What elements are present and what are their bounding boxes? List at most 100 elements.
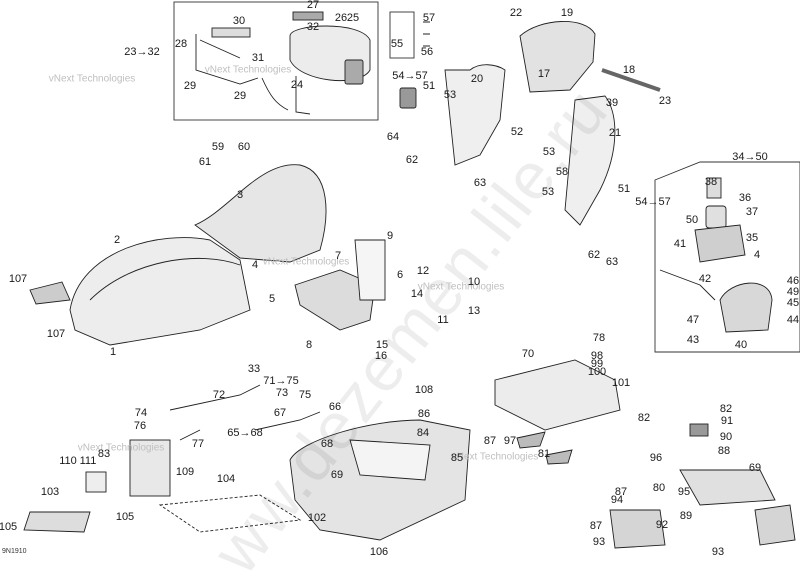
callout-label: 92 <box>655 519 669 531</box>
callout-label: 29 <box>183 80 197 92</box>
callout-label: 68 <box>320 438 334 450</box>
watermark-text: vNext Technologies <box>262 256 350 268</box>
callout-label: 76 <box>133 420 147 432</box>
callout-label: 7 <box>334 250 342 262</box>
callout-label: 53 <box>542 146 556 158</box>
callout-label: 64 <box>386 131 400 143</box>
callout-label: 82 <box>637 412 651 424</box>
callout-label: 12 <box>416 265 430 277</box>
callout-label: 43 <box>686 334 700 346</box>
callout-label: 24 <box>290 79 304 91</box>
callout-label: 91 <box>720 415 734 427</box>
callout-label: 39 <box>605 97 619 109</box>
callout-label: 65→68 <box>227 427 263 439</box>
callout-label: 54→57 <box>635 196 671 208</box>
callout-label: 17 <box>537 68 551 80</box>
callout-label: 46 <box>786 275 800 287</box>
callout-label: 56 <box>420 46 434 58</box>
callout-label: 98 <box>590 350 604 362</box>
callout-label: 51 <box>617 183 631 195</box>
callout-label: 69 <box>330 469 344 481</box>
callout-label: 74 <box>134 407 148 419</box>
callout-label: 23 <box>658 95 672 107</box>
callout-label: 4 <box>251 259 259 271</box>
callout-label: 9 <box>386 230 394 242</box>
callout-label: 88 <box>717 445 731 457</box>
callout-label: 45 <box>786 297 800 309</box>
callout-label: 14 <box>410 288 424 300</box>
callout-label: 52 <box>510 126 524 138</box>
callout-label: 40 <box>734 339 748 351</box>
callout-label: 13 <box>467 305 481 317</box>
callout-label: 49 <box>786 286 800 298</box>
callout-label: 8 <box>305 339 313 351</box>
callout-label: 87 <box>483 435 497 447</box>
callout-label: 4 <box>753 249 761 261</box>
callout-label: 21 <box>608 127 622 139</box>
callout-label: 90 <box>719 431 733 443</box>
callout-label: 72 <box>212 389 226 401</box>
callout-label: 111 <box>79 455 97 467</box>
callout-label: 26 <box>334 12 348 24</box>
callout-label: 101 <box>611 377 631 389</box>
callout-label: 87 <box>614 486 628 498</box>
callout-label: 51 <box>422 80 436 92</box>
callout-label: 60 <box>237 141 251 153</box>
callout-label: 58 <box>555 166 569 178</box>
callout-label: 11 <box>437 314 449 326</box>
callout-label: 71→75 <box>263 375 299 387</box>
callout-label: 94 <box>610 494 624 506</box>
callout-label: 95 <box>677 486 691 498</box>
callout-label: 105 <box>0 521 18 533</box>
callout-label: 29 <box>233 90 247 102</box>
callout-label: 107 <box>8 273 28 285</box>
watermark-text: vNext Technologies <box>417 281 505 293</box>
callout-label: 73 <box>275 387 289 399</box>
callout-label: 100 <box>587 366 607 378</box>
callout-label: 83 <box>97 448 111 460</box>
callout-label: 109 <box>175 466 195 478</box>
callout-label: 25 <box>346 12 360 24</box>
callout-label: 62 <box>405 154 419 166</box>
callout-label: 78 <box>592 332 606 344</box>
callout-label: 18 <box>622 64 636 76</box>
callout-label: 62 <box>587 249 601 261</box>
callout-label: 93 <box>592 536 606 548</box>
callout-label: 22 <box>509 7 523 19</box>
callout-label: 36 <box>738 192 752 204</box>
callout-label: 70 <box>521 348 535 360</box>
callout-label: 104 <box>216 473 236 485</box>
callout-label: 93 <box>711 546 725 558</box>
callout-label: 108 <box>414 384 434 396</box>
callout-label: 80 <box>652 482 666 494</box>
callout-label: 85 <box>450 452 464 464</box>
callout-label: 3 <box>236 189 244 201</box>
callout-label: 16 <box>374 350 388 362</box>
callout-label: 55 <box>390 38 404 50</box>
callout-label: 42 <box>698 273 712 285</box>
callout-label: 23→32 <box>124 46 160 58</box>
callout-label: 82 <box>719 403 733 415</box>
callout-label: 67 <box>273 407 287 419</box>
diagram-code: 9N1910 <box>2 548 27 555</box>
callout-label: 99 <box>590 358 604 370</box>
callout-label: 97 <box>503 435 517 447</box>
callout-label: 63 <box>473 177 487 189</box>
callout-label: 28 <box>174 38 188 50</box>
callout-label: 57 <box>422 12 436 24</box>
callout-label: 31 <box>251 52 265 64</box>
callout-label: 47 <box>686 314 700 326</box>
watermark-text: vNext Technologies <box>48 73 136 85</box>
callout-label: 54→57 <box>392 70 428 82</box>
callout-label: 61 <box>198 156 212 168</box>
callout-label: 87 <box>589 520 603 532</box>
callout-label: 81 <box>537 448 551 460</box>
callout-label: 20 <box>470 73 484 85</box>
callout-label: 32 <box>306 21 320 33</box>
callout-label: 35 <box>745 232 759 244</box>
callout-label: 53 <box>541 186 555 198</box>
watermark-text: vNext Technologies <box>451 451 539 463</box>
callout-label: 110 <box>59 455 77 467</box>
callout-label: 107 <box>46 328 66 340</box>
